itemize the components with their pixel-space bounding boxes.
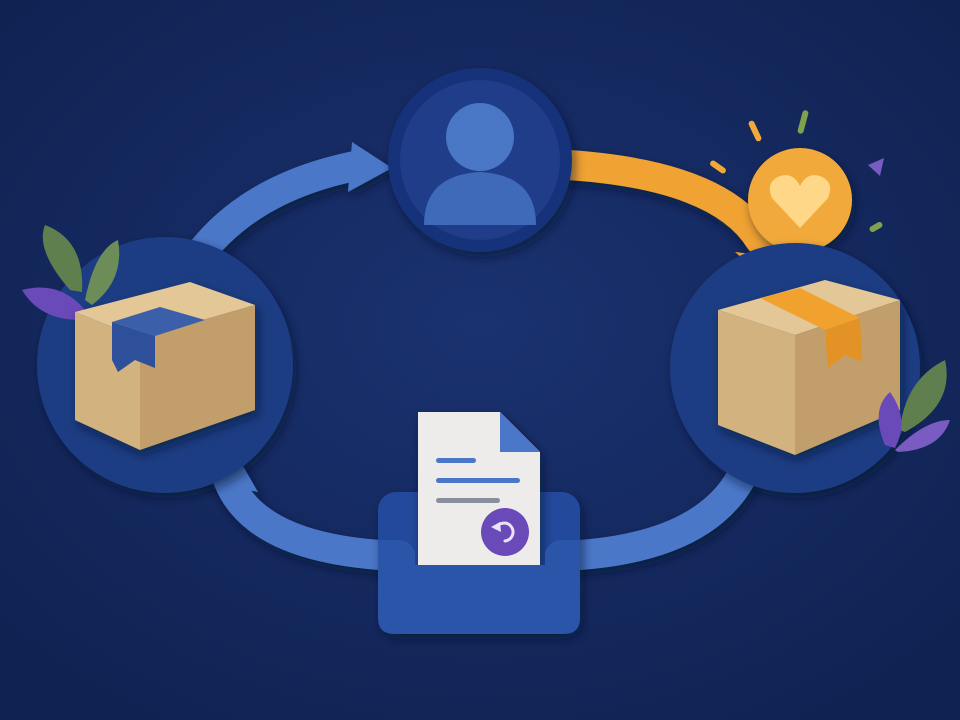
customer-node <box>388 68 572 252</box>
outbound-package-node <box>22 225 293 493</box>
sparkle-decoration <box>710 110 884 232</box>
return-document-icon <box>418 412 540 565</box>
satisfaction-badge <box>710 110 884 252</box>
package-icon <box>718 280 900 455</box>
package-icon <box>75 282 255 450</box>
heart-icon <box>769 175 831 228</box>
arrow-package-to-return-slip <box>565 455 760 570</box>
leaf-decoration <box>22 225 120 320</box>
return-envelope-front <box>378 540 580 634</box>
arrow-head-to-customer <box>348 142 392 192</box>
arrow-customer-to-package <box>553 150 775 255</box>
inbound-package-node <box>670 243 950 493</box>
arrow-return-slip-to-package <box>210 455 395 570</box>
user-icon <box>424 103 536 225</box>
return-arrow-icon <box>481 508 529 556</box>
return-slip-node <box>378 412 580 634</box>
leaf-decoration <box>878 360 950 452</box>
